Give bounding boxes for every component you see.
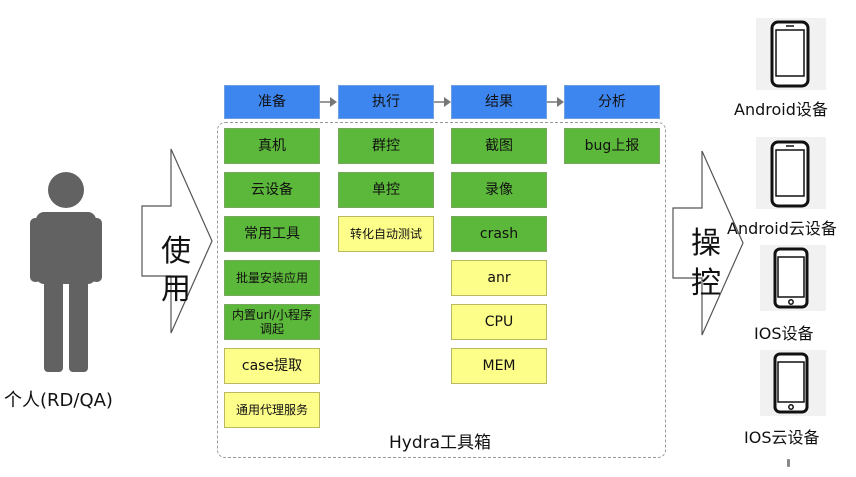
android-phone-icon <box>770 20 810 88</box>
tool-url-miniprogram[interactable]: 内置url/小程序调起 <box>224 304 320 340</box>
tool-mem[interactable]: MEM <box>451 348 547 384</box>
operate-char-2: 控 <box>691 266 721 301</box>
tool-convert-autotest[interactable]: 转化自动测试 <box>338 216 434 252</box>
use-char-1: 使 <box>161 234 191 269</box>
tool-cloud-device[interactable]: 云设备 <box>224 172 320 208</box>
device-android-cloud-label: Android云设备 <box>727 219 837 238</box>
device-ios-cloud-label: IOS云设备 <box>744 428 820 447</box>
tool-single-control[interactable]: 单控 <box>338 172 434 208</box>
toolbox-label: Hydra工具箱 <box>389 433 492 453</box>
dot-marker <box>787 459 790 467</box>
tool-batch-install[interactable]: 批量安装应用 <box>224 260 320 296</box>
operate-arrow-icon <box>672 150 744 336</box>
arrow-right-icon <box>320 97 337 107</box>
stage-execute[interactable]: 执行 <box>338 85 434 119</box>
tool-screenshot[interactable]: 截图 <box>451 128 547 164</box>
operate-char-1: 操 <box>691 226 721 261</box>
tool-group-control[interactable]: 群控 <box>338 128 434 164</box>
tool-proxy-service[interactable]: 通用代理服务 <box>224 392 320 428</box>
use-char-2: 用 <box>161 272 191 307</box>
tool-recording[interactable]: 录像 <box>451 172 547 208</box>
tool-real-device[interactable]: 真机 <box>224 128 320 164</box>
android-phone-icon <box>770 140 810 208</box>
tool-anr[interactable]: anr <box>451 260 547 296</box>
tool-bug-report[interactable]: bug上报 <box>564 128 660 164</box>
stage-prepare[interactable]: 准备 <box>224 85 320 119</box>
iphone-icon <box>773 247 809 309</box>
use-arrow-icon <box>141 148 213 334</box>
device-ios-label: IOS设备 <box>754 324 814 343</box>
tool-case-extract[interactable]: case提取 <box>224 348 320 384</box>
iphone-icon <box>773 352 809 414</box>
hydra-toolbox-frame <box>217 122 666 458</box>
stage-result[interactable]: 结果 <box>451 85 547 119</box>
person-icon <box>30 172 102 372</box>
tool-common-tools[interactable]: 常用工具 <box>224 216 320 252</box>
person-label: 个人(RD/QA) <box>4 390 113 411</box>
arrow-right-icon <box>547 97 564 107</box>
device-android-label: Android设备 <box>734 100 828 119</box>
tool-cpu[interactable]: CPU <box>451 304 547 340</box>
stage-analyze[interactable]: 分析 <box>564 85 660 119</box>
arrow-right-icon <box>434 97 451 107</box>
tool-crash[interactable]: crash <box>451 216 547 252</box>
